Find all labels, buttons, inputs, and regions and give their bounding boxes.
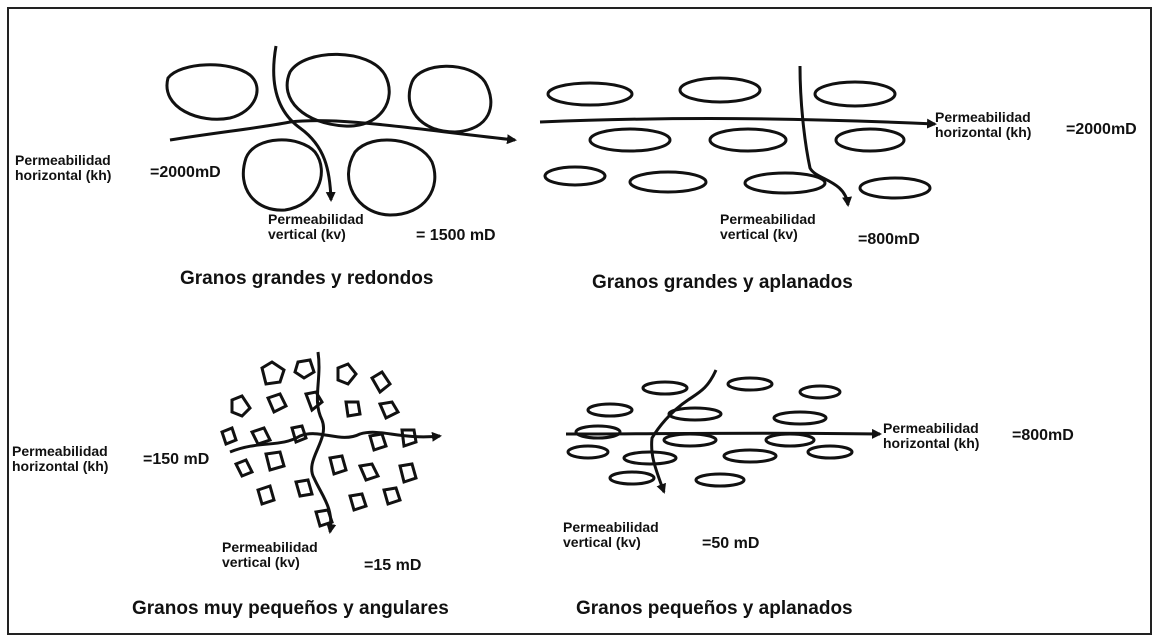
grain [800,386,840,398]
grain [287,54,389,126]
grain [262,362,284,384]
grain [680,78,760,102]
grain [774,412,826,424]
kv-value: = 1500 mD [416,228,496,245]
grain [258,486,274,504]
grain [338,364,356,384]
grain [268,394,286,412]
kh-value: =2000mD [150,165,221,182]
caption: Granos muy pequeños y angulares [132,598,449,620]
grain [724,450,776,462]
kv-value: =50 mD [702,536,759,553]
grain [808,446,852,458]
grain [252,428,270,444]
grain [360,464,378,480]
grain [370,434,386,450]
grain [766,434,814,446]
kv-value: =800mD [858,232,920,249]
grain [232,396,250,416]
grain [568,446,608,458]
grain [409,66,491,132]
grain [545,167,605,185]
caption: Granos grandes y redondos [180,268,433,290]
vertical-flow-arrow [312,352,331,532]
grain [576,426,620,438]
grain [860,178,930,198]
grain [664,434,716,446]
kh-value: =150 mD [143,452,209,469]
grain [643,382,687,394]
grain [372,372,390,392]
grain [346,402,360,416]
panel-large-flat-grains [540,66,935,205]
horizontal-flow-arrow [540,119,935,125]
caption: Granos pequeños y aplanados [576,598,853,620]
grain [548,83,632,105]
grain [330,456,346,474]
grain [696,474,744,486]
grain [380,402,398,418]
grain [624,452,676,464]
grain [295,360,314,378]
kv-value: =15 mD [364,558,421,575]
grain [266,452,284,470]
grain [306,392,322,410]
grain [384,488,400,504]
grain [222,428,236,444]
grain [349,140,435,215]
grain [400,464,416,482]
grain [236,460,252,476]
grain [590,129,670,151]
kh-value: =2000mD [1066,122,1137,139]
grain [610,472,654,484]
kh-value: =800mD [1012,428,1074,445]
caption: Granos grandes y aplanados [592,272,853,294]
panel-small-flat-grains [566,370,880,492]
panel-large-rounded-grains [167,46,515,215]
grain [728,378,772,390]
horizontal-flow-arrow [566,433,880,434]
grain [745,173,825,193]
grain [815,82,895,106]
grain [836,129,904,151]
grain [350,494,366,510]
grain [588,404,632,416]
grain [243,140,321,210]
grain [630,172,706,192]
grain [167,65,257,119]
panel-small-angular-grains [222,352,440,532]
grain [710,129,786,151]
grain [402,430,416,446]
grain [296,480,312,496]
